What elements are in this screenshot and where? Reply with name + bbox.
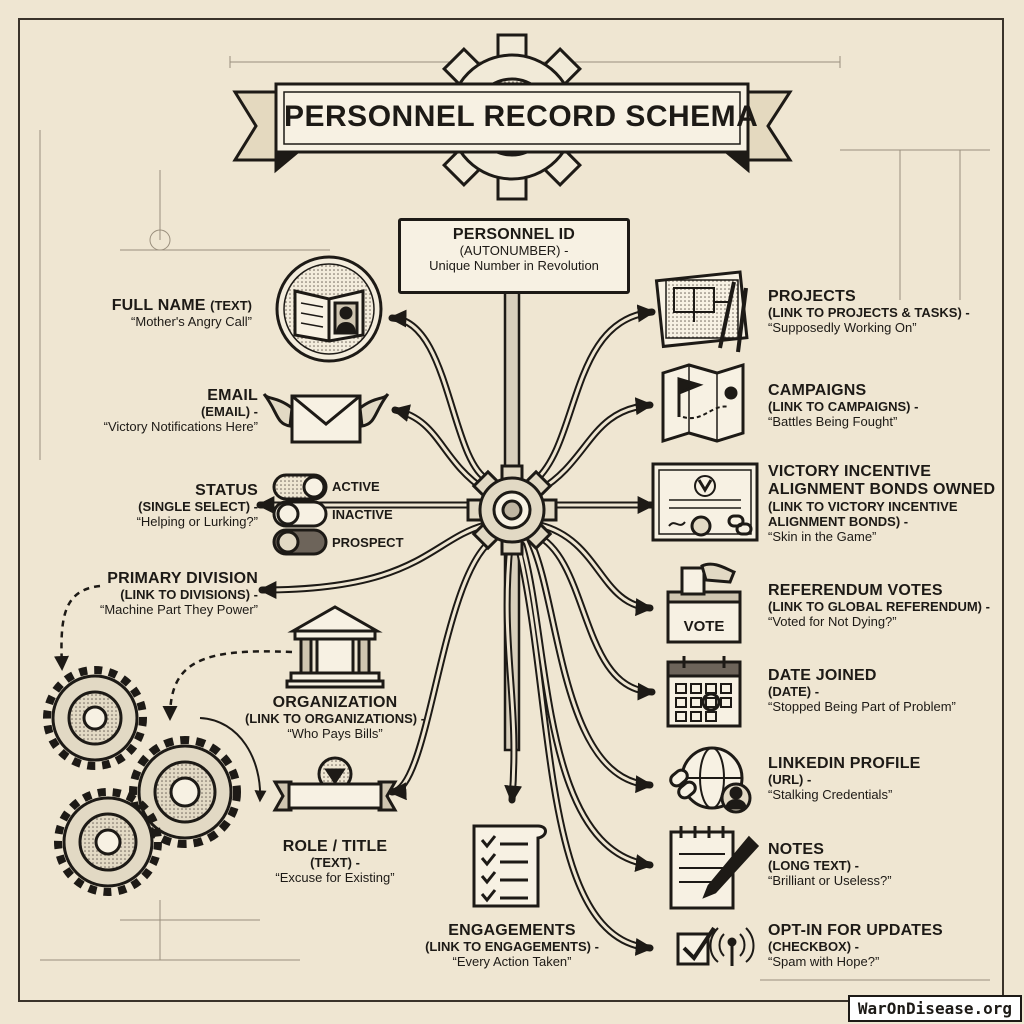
organization-label: ORGANIZATION — [272, 694, 398, 711]
opt-in-label: OPT-IN FOR UPDATES — [768, 922, 943, 939]
role-title-desc: “Excuse for Existing” — [275, 870, 395, 886]
field-full-name: FULL NAME (TEXT) “Mother's Angry Call” — [60, 297, 252, 330]
checkbox-signal-icon — [676, 926, 755, 966]
linkedin-label: LINKEDIN PROFILE — [768, 755, 921, 772]
ribbon-banner-icon — [272, 756, 398, 812]
email-type: (EMAIL) - — [200, 404, 258, 420]
field-notes: NOTES (LONG TEXT) - “Brilliant or Useles… — [768, 841, 1004, 889]
ballot-box-label: VOTE — [683, 618, 725, 635]
outer-frame — [18, 18, 1004, 1002]
referendum-desc: “Voted for Not Dying?” — [768, 614, 897, 630]
engagements-desc: “Every Action Taken” — [452, 954, 572, 970]
linkedin-type: (URL) - — [768, 772, 812, 788]
map-flag-icon — [661, 362, 745, 444]
full-name-desc: “Mother's Angry Call” — [131, 314, 252, 330]
linkedin-desc: “Stalking Credentials” — [768, 787, 893, 803]
personnel-id-title: PERSONNEL ID — [452, 226, 576, 243]
personnel-id-box — [398, 218, 630, 294]
status-label: STATUS — [195, 482, 258, 499]
status-option-active: ACTIVE — [332, 479, 380, 494]
winged-envelope-icon — [262, 392, 390, 444]
engagements-label: ENGAGEMENTS — [448, 922, 576, 939]
status-desc: “Helping or Lurking?” — [136, 514, 258, 530]
organization-type: (LINK TO ORGANIZATIONS) - — [244, 711, 426, 727]
globe-link-icon — [669, 746, 752, 814]
date-joined-label: DATE JOINED — [768, 667, 877, 684]
title-banner — [232, 82, 793, 174]
campaigns-label: CAMPAIGNS — [768, 382, 867, 399]
status-option-prospect: PROSPECT — [332, 535, 404, 550]
field-engagements: ENGAGEMENTS (LINK TO ENGAGEMENTS) - “Eve… — [400, 922, 624, 970]
date-joined-type: (DATE) - — [768, 684, 820, 700]
dashed-arrows — [54, 584, 293, 721]
field-primary-division: PRIMARY DIVISION (LINK TO DIVISIONS) - “… — [40, 570, 258, 618]
field-linkedin: LINKEDIN PROFILE (URL) - “Stalking Crede… — [768, 755, 1004, 803]
connector-lines — [256, 304, 656, 956]
certificate-icon — [651, 462, 759, 542]
gears-icon — [43, 666, 267, 896]
field-email: EMAIL (EMAIL) - “Victory Notifications H… — [40, 387, 258, 435]
field-vibes: VICTORY INCENTIVE ALIGNMENT BONDS OWNED … — [768, 463, 1004, 545]
vibes-label-line-2: ALIGNMENT BONDS OWNED — [768, 481, 996, 499]
email-label: EMAIL — [207, 387, 258, 404]
role-title-type: (TEXT) - — [310, 855, 360, 871]
book-icon — [275, 255, 383, 363]
primary-division-type: (LINK TO DIVISIONS) - — [120, 587, 258, 603]
projects-type: (LINK TO PROJECTS & TASKS) - — [768, 305, 970, 321]
email-desc: “Victory Notifications Here” — [103, 419, 258, 435]
projects-label: PROJECTS — [768, 288, 856, 305]
bank-icon — [285, 605, 385, 689]
role-title-label: ROLE / TITLE — [282, 838, 388, 855]
field-status: STATUS (SINGLE SELECT) - “Helping or Lur… — [40, 482, 258, 530]
field-campaigns: CAMPAIGNS (LINK TO CAMPAIGNS) - “Battles… — [768, 382, 1004, 430]
field-role-title: ROLE / TITLE (TEXT) - “Excuse for Existi… — [240, 838, 430, 886]
campaigns-desc: “Battles Being Fought” — [768, 414, 898, 430]
status-type: (SINGLE SELECT) - — [138, 499, 258, 515]
site-watermark: WarOnDisease.org — [847, 995, 1022, 1022]
field-organization: ORGANIZATION (LINK TO ORGANIZATIONS) - “… — [222, 694, 448, 742]
field-referendum: REFERENDUM VOTES (LINK TO GLOBAL REFEREN… — [768, 582, 1004, 630]
field-date-joined: DATE JOINED (DATE) - “Stopped Being Part… — [768, 667, 1004, 715]
vibes-type-line-2: ALIGNMENT BONDS) - — [768, 513, 909, 529]
opt-in-type: (CHECKBOX) - — [768, 939, 859, 955]
ballot-box-icon — [666, 562, 742, 644]
referendum-label: REFERENDUM VOTES — [768, 582, 943, 599]
status-option-inactive: INACTIVE — [332, 507, 393, 522]
notes-label: NOTES — [768, 841, 825, 858]
engagements-type: (LINK TO ENGAGEMENTS) - — [425, 939, 599, 955]
blueprint-lines — [39, 56, 990, 981]
personnel-id-type: (AUTONUMBER) - — [459, 243, 569, 259]
toggle-icon — [272, 473, 328, 556]
blueprint-icon — [654, 270, 749, 353]
calendar-icon — [666, 656, 742, 728]
vibes-desc: “Skin in the Game” — [768, 528, 877, 544]
campaigns-type: (LINK TO CAMPAIGNS) - — [768, 399, 919, 415]
date-joined-desc: “Stopped Being Part of Problem” — [768, 699, 956, 715]
vibes-label-line-1: VICTORY INCENTIVE — [768, 463, 932, 480]
notepad-icon — [669, 826, 760, 910]
primary-division-desc: “Machine Part They Power” — [100, 602, 258, 618]
checklist-icon — [472, 824, 547, 908]
notes-desc: “Brilliant or Useless?” — [768, 873, 892, 889]
projects-desc: “Supposedly Working On” — [768, 320, 917, 336]
full-name-type: (TEXT) — [210, 298, 252, 313]
hub-gear-icon — [466, 464, 558, 556]
referendum-type: (LINK TO GLOBAL REFERENDUM) - — [768, 599, 990, 615]
field-projects: PROJECTS (LINK TO PROJECTS & TASKS) - “S… — [768, 288, 1004, 336]
primary-division-label: PRIMARY DIVISION — [107, 570, 258, 587]
personnel-id-label: PERSONNEL ID (AUTONUMBER) - Unique Numbe… — [398, 226, 630, 274]
opt-in-desc: “Spam with Hope?” — [768, 954, 880, 970]
organization-desc: “Who Pays Bills” — [287, 726, 383, 742]
vibes-type-line-1: (LINK TO VICTORY INCENTIVE — [768, 498, 958, 514]
field-opt-in: OPT-IN FOR UPDATES (CHECKBOX) - “Spam wi… — [768, 922, 1004, 970]
page-title: PERSONNEL RECORD SCHEMA — [284, 100, 759, 133]
full-name-label: FULL NAME — [111, 297, 206, 314]
notes-type: (LONG TEXT) - — [768, 858, 859, 874]
personnel-id-desc: Unique Number in Revolution — [429, 258, 599, 274]
